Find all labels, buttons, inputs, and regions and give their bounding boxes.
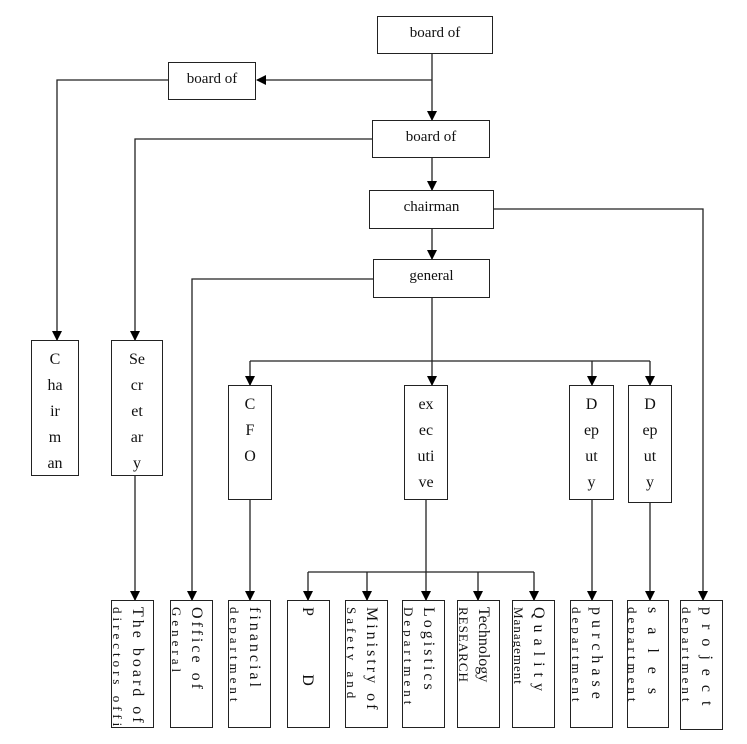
node-label: an bbox=[47, 455, 63, 472]
node-label: Se bbox=[129, 351, 145, 368]
node-label: financial bbox=[246, 607, 263, 690]
node-label: department bbox=[570, 607, 584, 706]
node-label: directors office bbox=[111, 607, 125, 728]
node-secretary-of: Secretaryof bbox=[111, 340, 163, 476]
node-purchase-department: purchase department bbox=[570, 600, 613, 728]
node-label: department bbox=[228, 607, 242, 706]
node-label: F bbox=[245, 422, 255, 439]
node-ministry-of-safety: Ministry of Safety and bbox=[345, 600, 388, 728]
node-label: Management bbox=[512, 607, 526, 685]
node-sales-department: sales department bbox=[627, 600, 669, 728]
node-label: Logistics bbox=[420, 607, 437, 693]
node-logistics-department: Logistics Department bbox=[402, 600, 445, 728]
node-label: C bbox=[49, 351, 61, 368]
node-label: purchase bbox=[588, 607, 605, 704]
node-label: ex bbox=[418, 396, 434, 413]
node-label: General bbox=[170, 607, 184, 677]
node-label: cr bbox=[130, 377, 144, 394]
node-label: ut bbox=[585, 448, 598, 465]
arrow-left-to-chairman-of bbox=[52, 79, 168, 341]
node-quality-management: Quality Management bbox=[512, 600, 555, 728]
node-label: D bbox=[644, 396, 656, 413]
node-label: ep bbox=[583, 422, 600, 439]
node-financial-department: financial department bbox=[228, 600, 271, 728]
node-executive: ex ec uti ve bbox=[404, 385, 448, 500]
node-board-top: board of bbox=[377, 16, 493, 54]
node-label: y bbox=[587, 474, 596, 491]
node-label: ar bbox=[130, 429, 144, 446]
node-board-mid: board of bbox=[372, 120, 490, 158]
node-label: chairman bbox=[403, 199, 460, 215]
node-label: et bbox=[131, 403, 143, 420]
node-label: m bbox=[48, 429, 62, 446]
node-label: Technology bbox=[475, 607, 492, 683]
node-label: ve bbox=[418, 474, 434, 491]
node-label: ec bbox=[418, 422, 434, 439]
node-label: y bbox=[133, 455, 141, 472]
arrow-mid-to-secretary bbox=[130, 138, 372, 341]
node-label: O bbox=[244, 448, 256, 465]
node-board-left: board of bbox=[168, 62, 256, 100]
node-chairman-of: Chairmanof bbox=[31, 340, 79, 476]
node-chairman: chairman bbox=[369, 190, 494, 229]
node-label: general bbox=[409, 268, 454, 284]
node-label: ut bbox=[643, 448, 657, 465]
node-label: C bbox=[244, 396, 256, 413]
node-label: uti bbox=[417, 448, 435, 465]
node-label: Quality bbox=[530, 607, 547, 697]
node-label: RESEARCH bbox=[457, 607, 471, 683]
node-pd: P D bbox=[287, 600, 330, 728]
node-general: general bbox=[373, 259, 490, 298]
node-label: Safety and bbox=[345, 607, 359, 703]
arrow-chairman-to-project bbox=[494, 208, 708, 601]
node-project-department: project department bbox=[680, 600, 723, 730]
node-label: department bbox=[627, 607, 640, 706]
node-label: Office of bbox=[188, 607, 205, 692]
node-label: Ministry of bbox=[363, 607, 380, 713]
node-label: y bbox=[646, 474, 654, 491]
node-board-of-directors-office: The board of directors office bbox=[111, 600, 154, 728]
node-label: ha bbox=[47, 377, 63, 394]
node-label: department bbox=[680, 607, 694, 706]
node-label: ir bbox=[50, 403, 60, 420]
node-label: ep bbox=[642, 422, 658, 439]
node-office-of-general: Office of General bbox=[170, 600, 213, 728]
node-label: Department bbox=[402, 607, 416, 709]
node-label: sales bbox=[644, 607, 661, 709]
arrow-general-to-office bbox=[187, 278, 373, 601]
node-label: D bbox=[585, 396, 598, 413]
node-label: project bbox=[698, 607, 715, 715]
node-label: board of bbox=[186, 71, 238, 87]
node-label: board of bbox=[409, 25, 461, 41]
node-technology-research: Technology RESEARCH bbox=[457, 600, 500, 728]
node-label: The board of bbox=[129, 607, 146, 726]
node-label: P D bbox=[299, 607, 316, 689]
node-label: board of bbox=[405, 129, 457, 145]
